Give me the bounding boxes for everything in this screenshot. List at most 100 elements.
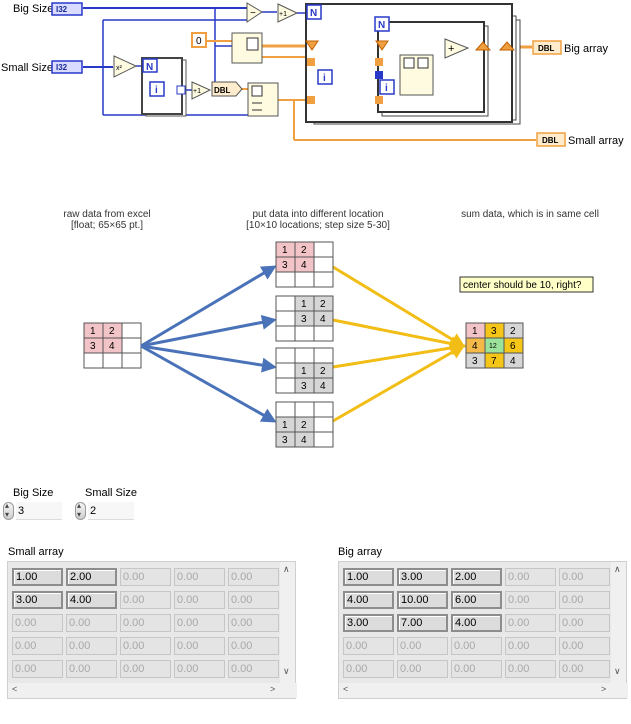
array-cell[interactable]: 0.00: [120, 637, 171, 655]
array-cell[interactable]: 0.00: [505, 614, 556, 632]
arrow-to-location-1: [140, 265, 277, 348]
array-cell[interactable]: 4.00: [451, 614, 502, 632]
tunnel-outer-1: [307, 58, 315, 66]
array-cell[interactable]: 0.00: [174, 591, 225, 609]
array-cell[interactable]: 0.00: [343, 637, 394, 655]
array-cell[interactable]: 0.00: [559, 614, 610, 632]
big-size-terminal[interactable]: [51, 2, 83, 16]
array-cell[interactable]: 4.00: [66, 591, 117, 609]
svg-text:6: 6: [510, 341, 516, 352]
array-cell[interactable]: 0.00: [66, 660, 117, 678]
array-cell[interactable]: 0.00: [451, 660, 502, 678]
array-cell[interactable]: 0.00: [559, 591, 610, 609]
array-cell[interactable]: 3.00: [397, 568, 448, 586]
shift-register-down-inner: [375, 40, 389, 51]
scroll-up-icon[interactable]: ∧: [283, 564, 290, 574]
array-cell[interactable]: 2.00: [451, 568, 502, 586]
raw-data-title: raw data from excel: [63, 209, 150, 220]
array-cell[interactable]: 0.00: [559, 568, 610, 586]
array-cell[interactable]: 1.00: [12, 568, 63, 586]
add-function-icon[interactable]: [444, 38, 470, 59]
scroll-down-icon[interactable]: ∨: [614, 666, 621, 676]
square-function-icon[interactable]: [113, 55, 138, 78]
svg-text:3: 3: [90, 341, 96, 352]
array-cell[interactable]: 0.00: [120, 568, 171, 586]
scroll-down-icon[interactable]: ∨: [283, 666, 290, 676]
array-cell[interactable]: 0.00: [228, 637, 279, 655]
iteration-terminal-small: [149, 81, 165, 97]
svg-text:1: 1: [282, 420, 288, 431]
big-array-vertical-scrollbar[interactable]: ∧ ∨: [611, 562, 626, 684]
array-cell[interactable]: 0.00: [228, 568, 279, 586]
increment-function-icon-2[interactable]: [277, 3, 299, 23]
array-cell[interactable]: 3.00: [343, 614, 394, 632]
to-double-function-icon[interactable]: [211, 81, 243, 97]
array-cell[interactable]: 0.00: [120, 591, 171, 609]
scroll-left-icon[interactable]: <: [12, 684, 18, 694]
array-cell[interactable]: 0.00: [120, 660, 171, 678]
array-cell[interactable]: 4.00: [343, 591, 394, 609]
array-cell[interactable]: 0.00: [228, 660, 279, 678]
array-cell[interactable]: 0.00: [12, 614, 63, 632]
small-array-horizontal-scrollbar[interactable]: < >: [8, 683, 297, 698]
small-size-value[interactable]: 2: [88, 502, 134, 520]
array-cell[interactable]: 0.00: [12, 637, 63, 655]
array-cell[interactable]: 1.00: [343, 568, 394, 586]
iteration-terminal-inner: [379, 79, 395, 95]
big-size-value[interactable]: 3: [16, 502, 62, 520]
array-cell[interactable]: 0.00: [228, 591, 279, 609]
array-cell[interactable]: 3.00: [12, 591, 63, 609]
array-cell[interactable]: 0.00: [228, 614, 279, 632]
increment-function-icon[interactable]: [191, 81, 212, 100]
small-size-terminal[interactable]: [51, 60, 83, 74]
array-cell[interactable]: 0.00: [397, 660, 448, 678]
big-array-horizontal-scrollbar[interactable]: < >: [339, 683, 628, 698]
array-cell[interactable]: 0.00: [66, 637, 117, 655]
array-cell[interactable]: 7.00: [397, 614, 448, 632]
big-size-spinner-icon[interactable]: [3, 501, 14, 520]
small-array-vertical-scrollbar[interactable]: ∧ ∨: [280, 562, 295, 684]
array-cell[interactable]: 0.00: [505, 660, 556, 678]
array-cell[interactable]: 0.00: [505, 591, 556, 609]
svg-text:+: +: [448, 43, 454, 55]
array-cell[interactable]: 0.00: [505, 637, 556, 655]
scroll-right-icon[interactable]: >: [270, 684, 276, 694]
zero-constant[interactable]: [191, 32, 207, 48]
tunnel-outer-2: [307, 96, 315, 104]
array-cell[interactable]: 0.00: [559, 660, 610, 678]
svg-text:DBL: DBL: [538, 44, 555, 53]
svg-text:I32: I32: [56, 5, 68, 14]
result-grid: 1 3 2 4 12 6 3 7 4: [465, 322, 524, 369]
array-cell[interactable]: 10.00: [397, 591, 448, 609]
array-cell[interactable]: 0.00: [174, 637, 225, 655]
subtract-function-icon[interactable]: [246, 2, 263, 23]
array-cell[interactable]: 0.00: [174, 614, 225, 632]
small-size-control-label: Small Size: [85, 487, 137, 499]
array-cell[interactable]: 0.00: [120, 614, 171, 632]
big-size-control-label: Big Size: [13, 487, 54, 499]
scroll-right-icon[interactable]: >: [601, 684, 607, 694]
scroll-up-icon[interactable]: ∧: [614, 564, 621, 574]
svg-text:2: 2: [109, 326, 115, 337]
array-cell[interactable]: 6.00: [451, 591, 502, 609]
arrow-to-location-4: [140, 344, 277, 423]
array-cell[interactable]: 0.00: [343, 660, 394, 678]
svg-text:N: N: [378, 20, 385, 31]
svg-text:1: 1: [301, 366, 307, 377]
array-cell[interactable]: 0.00: [559, 637, 610, 655]
array-cell[interactable]: 0.00: [505, 568, 556, 586]
location-grid-4: 1 2 3 4: [275, 401, 334, 448]
array-cell[interactable]: 0.00: [397, 637, 448, 655]
array-cell[interactable]: 2.00: [66, 568, 117, 586]
scroll-left-icon[interactable]: <: [343, 684, 349, 694]
array-cell[interactable]: 0.00: [451, 637, 502, 655]
small-size-spinner-icon[interactable]: [75, 501, 86, 520]
array-cell[interactable]: 0.00: [66, 614, 117, 632]
array-cell[interactable]: 0.00: [174, 568, 225, 586]
array-cell[interactable]: 0.00: [174, 660, 225, 678]
locations-title: put data into different location: [252, 209, 383, 220]
array-cell[interactable]: 0.00: [12, 660, 63, 678]
svg-text:3: 3: [282, 260, 288, 271]
